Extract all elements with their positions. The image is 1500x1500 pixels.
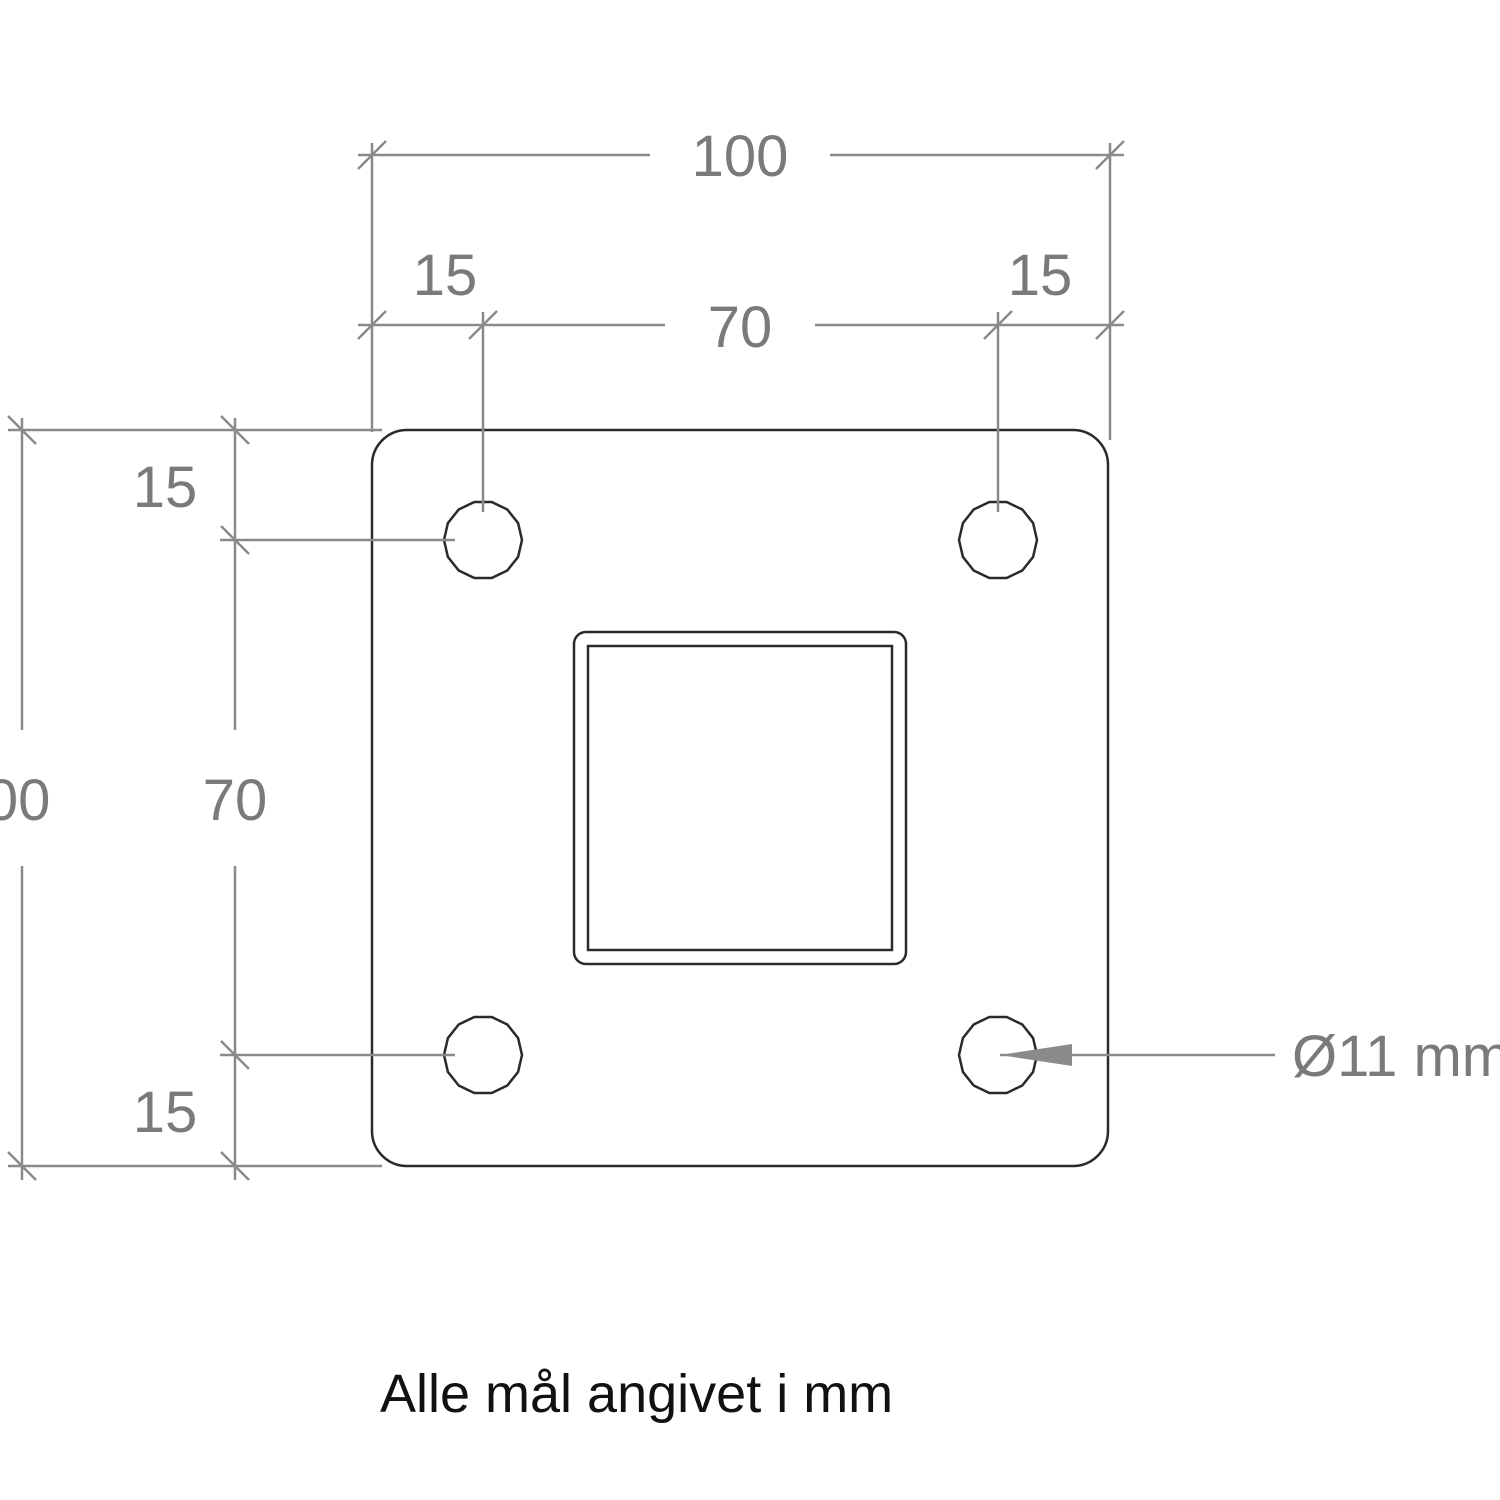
dimension-tick bbox=[983, 310, 1013, 340]
dimension-tick bbox=[220, 415, 250, 445]
bolt-hole bbox=[957, 1015, 1039, 1095]
dim-edge-right: 15 bbox=[1008, 243, 1073, 308]
dimension-tick bbox=[1095, 140, 1125, 170]
bolt-hole bbox=[957, 500, 1039, 580]
dim-edge-left: 15 bbox=[413, 243, 478, 308]
dimension-tick bbox=[1095, 310, 1125, 340]
dim-hole-spacing-x: 70 bbox=[708, 295, 773, 360]
bolt-hole bbox=[442, 1015, 524, 1095]
dimension-tick bbox=[7, 415, 37, 445]
dimension-tick bbox=[357, 310, 387, 340]
leader-arrow-icon bbox=[1000, 1044, 1072, 1066]
caption: Alle mål angivet i mm bbox=[380, 1364, 893, 1424]
hole-diameter-label: Ø11 mm bbox=[1292, 1024, 1500, 1089]
top-dimensions bbox=[358, 143, 1124, 512]
dimension-tick bbox=[220, 1151, 250, 1181]
dimension-tick bbox=[7, 1151, 37, 1181]
bolt-hole bbox=[442, 500, 524, 580]
dimension-ticks bbox=[7, 140, 1125, 1181]
square-tube-inner bbox=[586, 644, 894, 952]
dimension-tick bbox=[220, 1040, 250, 1070]
dim-edge-top: 15 bbox=[133, 455, 198, 520]
dimension-tick bbox=[220, 525, 250, 555]
dim-overall-height: 100 bbox=[0, 768, 50, 833]
dimension-tick bbox=[468, 310, 498, 340]
dimension-tick bbox=[357, 140, 387, 170]
dim-overall-width: 100 bbox=[692, 124, 789, 189]
dim-edge-bottom: 15 bbox=[133, 1080, 198, 1145]
dim-hole-spacing-y: 70 bbox=[203, 768, 268, 833]
